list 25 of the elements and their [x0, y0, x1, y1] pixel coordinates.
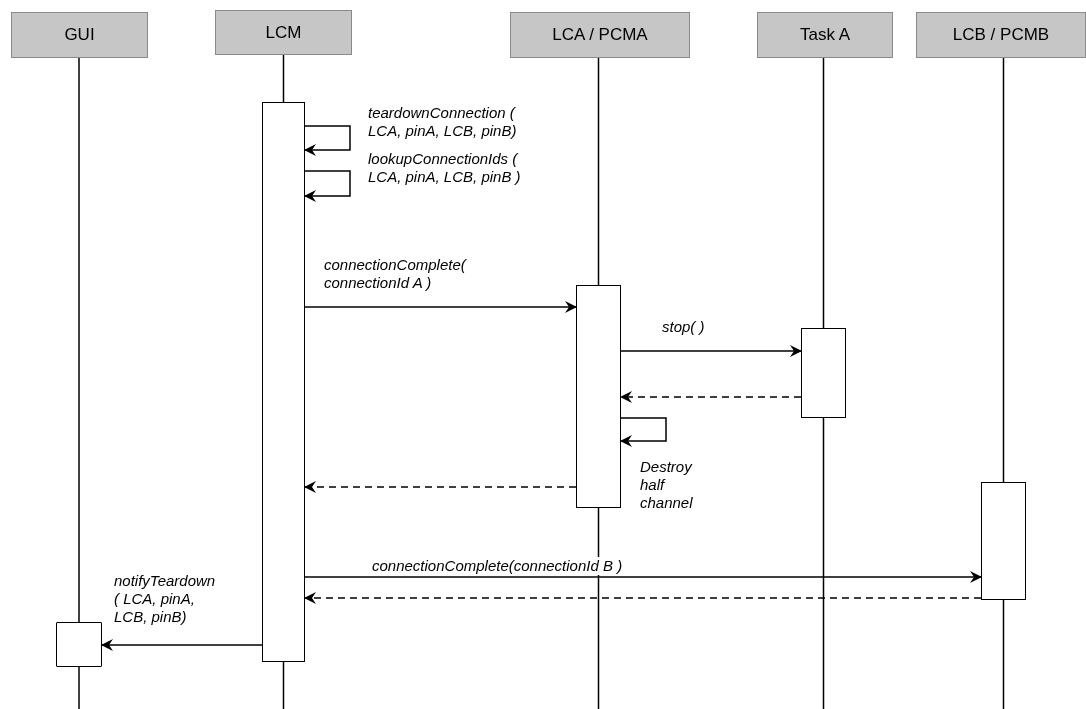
- lifeline: [78, 57, 80, 623]
- activation-bar: [576, 285, 621, 508]
- return-arrow: [620, 391, 802, 403]
- message-arrow: [304, 301, 577, 313]
- lifeline-header: LCB / PCMB: [916, 12, 1086, 58]
- activation-bar: [981, 482, 1026, 600]
- lifeline-header: GUI: [11, 12, 148, 58]
- self-message-arrow: [304, 170, 351, 202]
- activation-bar: [262, 102, 305, 662]
- lifeline-header: Task A: [757, 12, 893, 58]
- lifeline-header: LCM: [215, 10, 352, 55]
- activation-box: [56, 622, 102, 667]
- lifeline: [597, 57, 600, 286]
- message-arrow: [620, 345, 802, 357]
- message-arrow: [101, 639, 263, 651]
- lifeline-header: LCA / PCMA: [510, 12, 690, 58]
- self-message-arrow: [304, 125, 351, 156]
- lifeline: [822, 57, 825, 329]
- lifeline: [282, 54, 285, 103]
- message-arrow: [304, 571, 982, 583]
- activation-bar: [801, 328, 846, 418]
- return-arrow: [304, 592, 982, 604]
- lifeline: [1002, 57, 1005, 483]
- self-message-arrow: [620, 417, 667, 447]
- return-arrow: [304, 481, 577, 493]
